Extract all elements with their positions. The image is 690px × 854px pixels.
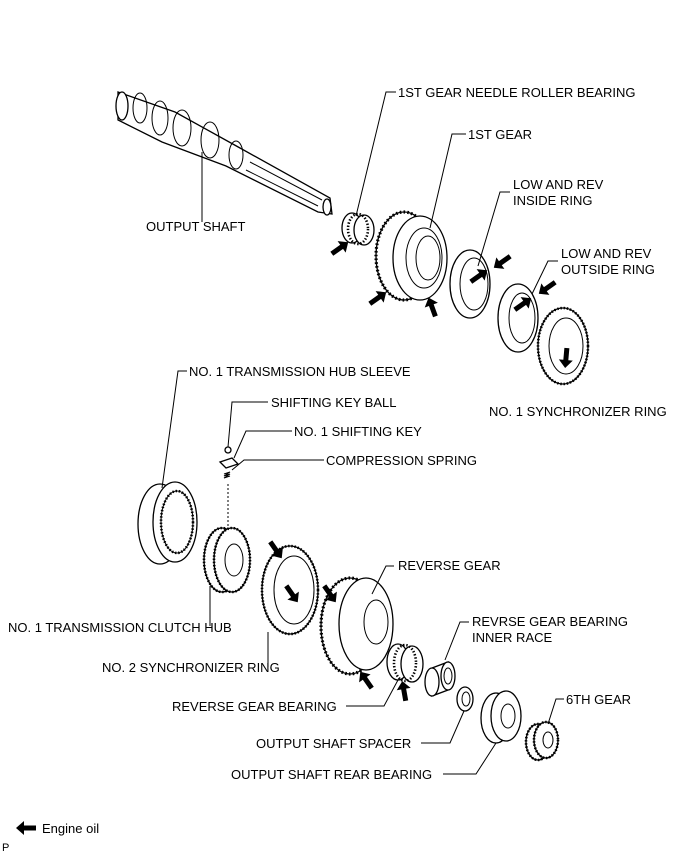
label-no1-sync-ring: NO. 1 SYNCHRONIZER RING — [489, 404, 667, 419]
oil-arrow-icon — [396, 681, 411, 702]
label-no1-shifting-key: NO. 1 SHIFTING KEY — [294, 424, 422, 439]
label-first-gear: 1ST GEAR — [468, 127, 532, 142]
label-output-shaft: OUTPUT SHAFT — [146, 219, 245, 234]
label-shifting-key-ball: SHIFTING KEY BALL — [271, 395, 396, 410]
shifting-key-ball — [224, 446, 232, 454]
oil-arrow-icon — [268, 540, 283, 559]
reverse-gear — [319, 576, 394, 676]
leader-lines — [161, 91, 564, 775]
label-needle-roller-bearing: 1ST GEAR NEEDLE ROLLER BEARING — [398, 85, 635, 100]
oil-arrow-icon — [322, 584, 337, 603]
label-revrse-race-2: INNER RACE — [472, 630, 553, 645]
oil-arrow-icon — [368, 291, 387, 306]
oil-arrow-icon — [558, 347, 573, 368]
label-low-rev-inside-2: INSIDE RING — [513, 193, 592, 208]
hub-sleeve — [137, 481, 198, 565]
oil-arrow-icon — [513, 297, 532, 312]
label-no2-sync-ring: NO. 2 SYNCHRONIZER RING — [102, 660, 280, 675]
label-reverse-gear: REVERSE GEAR — [398, 558, 501, 573]
legend: Engine oil — [16, 821, 99, 836]
reverse-gear-inner-race — [424, 661, 456, 697]
oil-arrow-icon — [359, 671, 374, 690]
output-shaft-rear-bearing — [480, 690, 522, 744]
first-gear — [374, 210, 448, 302]
no1-shifting-key — [218, 457, 240, 469]
label-hub-sleeve: NO. 1 TRANSMISSION HUB SLEEVE — [189, 364, 411, 379]
oil-arrow-icon — [330, 241, 349, 256]
sixth-gear — [524, 720, 560, 762]
label-reverse-gear-bearing: REVERSE GEAR BEARING — [172, 699, 337, 714]
oil-arrow-icon — [469, 269, 488, 284]
oil-arrow-icon — [16, 821, 36, 835]
label-low-rev-outside-2: OUTSIDE RING — [561, 262, 655, 277]
clutch-hub — [202, 526, 252, 594]
legend-label: Engine oil — [42, 821, 99, 836]
oil-arrow-icon — [538, 280, 557, 295]
compression-spring — [223, 471, 231, 479]
label-output-shaft-rear-bearing: OUTPUT SHAFT REAR BEARING — [231, 767, 432, 782]
no1-synchronizer-ring — [536, 306, 590, 386]
output-shaft-spacer — [456, 686, 474, 712]
corner-mark: P — [2, 842, 9, 854]
label-sixth-gear: 6TH GEAR — [566, 692, 631, 707]
low-rev-outside-ring — [497, 283, 539, 353]
label-revrse-race-1: REVRSE GEAR BEARING — [472, 614, 628, 629]
label-low-rev-inside-1: LOW AND REV — [513, 177, 604, 192]
oil-arrow-icon — [424, 297, 438, 318]
oil-arrow-icon — [493, 254, 512, 269]
label-compression-spring: COMPRESSION SPRING — [326, 453, 477, 468]
label-clutch-hub: NO. 1 TRANSMISSION CLUTCH HUB — [8, 620, 232, 635]
oil-arrows — [268, 241, 573, 702]
label-output-shaft-spacer: OUTPUT SHAFT SPACER — [256, 736, 411, 751]
needle-roller-bearing — [341, 212, 375, 246]
label-low-rev-outside-1: LOW AND REV — [561, 246, 652, 261]
oil-arrow-icon — [284, 584, 299, 603]
output-shaft — [115, 91, 333, 216]
low-rev-inside-ring — [449, 249, 491, 319]
reverse-gear-bearing — [386, 643, 424, 683]
